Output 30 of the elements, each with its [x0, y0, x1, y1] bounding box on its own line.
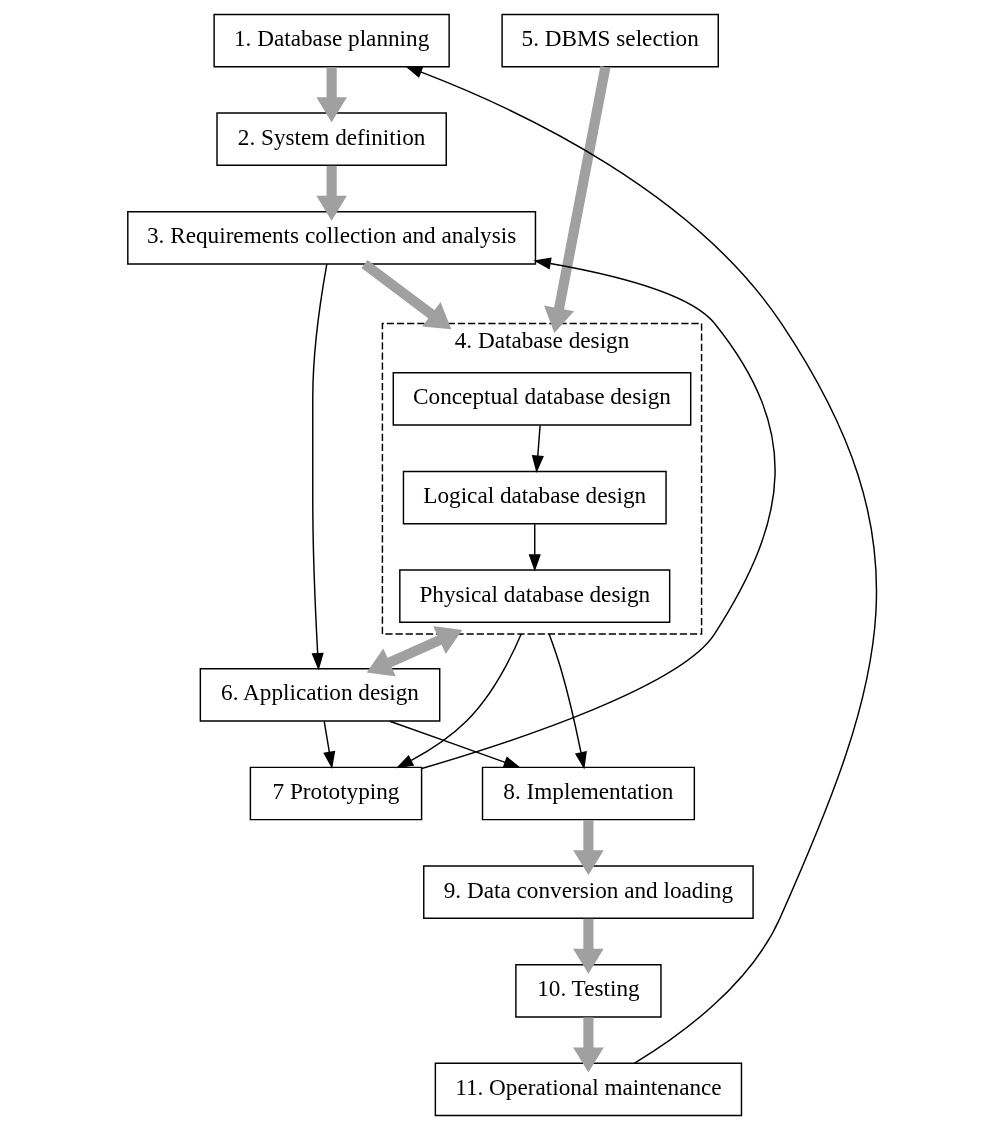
node-box: 3. Requirements collection and analysis	[127, 211, 537, 265]
arrow	[573, 820, 604, 876]
node-box: 9. Data conversion and loading	[423, 865, 754, 919]
node-box: 10. Testing	[515, 963, 662, 1018]
node-box: 1. Database planning	[213, 13, 450, 68]
node-box: Physical database design	[399, 569, 671, 624]
node-box: 7 Prototyping	[249, 766, 423, 821]
node-box: 2. System definition	[216, 112, 447, 167]
arrow	[311, 263, 328, 671]
arrow	[573, 1017, 604, 1073]
arrow	[316, 165, 347, 221]
node-box: Logical database design	[402, 470, 667, 525]
arrow	[544, 66, 611, 333]
node-box: 11. Operational maintenance	[434, 1062, 743, 1117]
arrow	[366, 626, 463, 677]
arrow	[323, 720, 336, 769]
arrow	[404, 66, 877, 1064]
arrow	[396, 633, 522, 769]
arrow	[361, 259, 452, 330]
arrow	[421, 257, 776, 770]
node-box: 5. DBMS selection	[501, 13, 719, 68]
arrow	[531, 424, 544, 473]
arrow	[573, 918, 604, 974]
node-box: Conceptual database design	[392, 372, 692, 426]
arrow	[316, 67, 347, 123]
node-box: 8. Implementation	[481, 766, 696, 821]
arrow	[548, 633, 587, 770]
arrow	[389, 720, 522, 768]
arrow	[528, 523, 541, 572]
node-box: 6. Application design	[199, 668, 441, 722]
